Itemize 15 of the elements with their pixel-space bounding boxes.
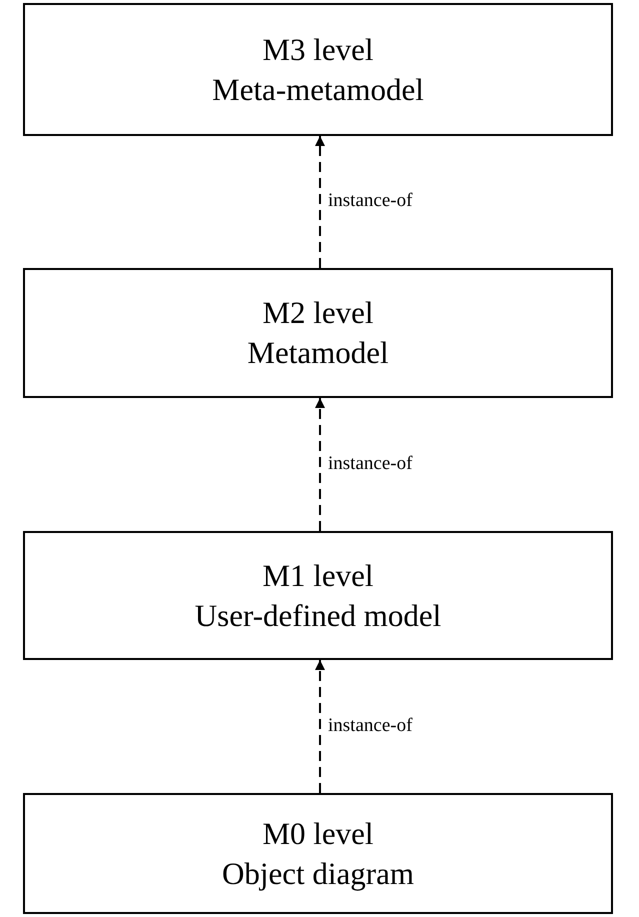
level-description: Object diagram <box>222 854 414 893</box>
level-title: M1 level <box>262 556 374 594</box>
dashed-arrow <box>315 136 325 268</box>
level-description: User-defined model <box>194 596 442 634</box>
level-description: Meta-metamodel <box>212 70 424 108</box>
dashed-arrow <box>315 398 325 531</box>
level-box <box>23 531 613 660</box>
level-title: M3 level <box>262 30 374 68</box>
level-title: M0 level <box>262 814 374 852</box>
level-title: M2 level <box>262 294 374 332</box>
dashed-arrow <box>315 660 325 793</box>
level-box <box>23 793 613 914</box>
level-description: Metamodel <box>247 334 389 372</box>
level-box <box>23 268 613 398</box>
level-box <box>23 3 613 136</box>
